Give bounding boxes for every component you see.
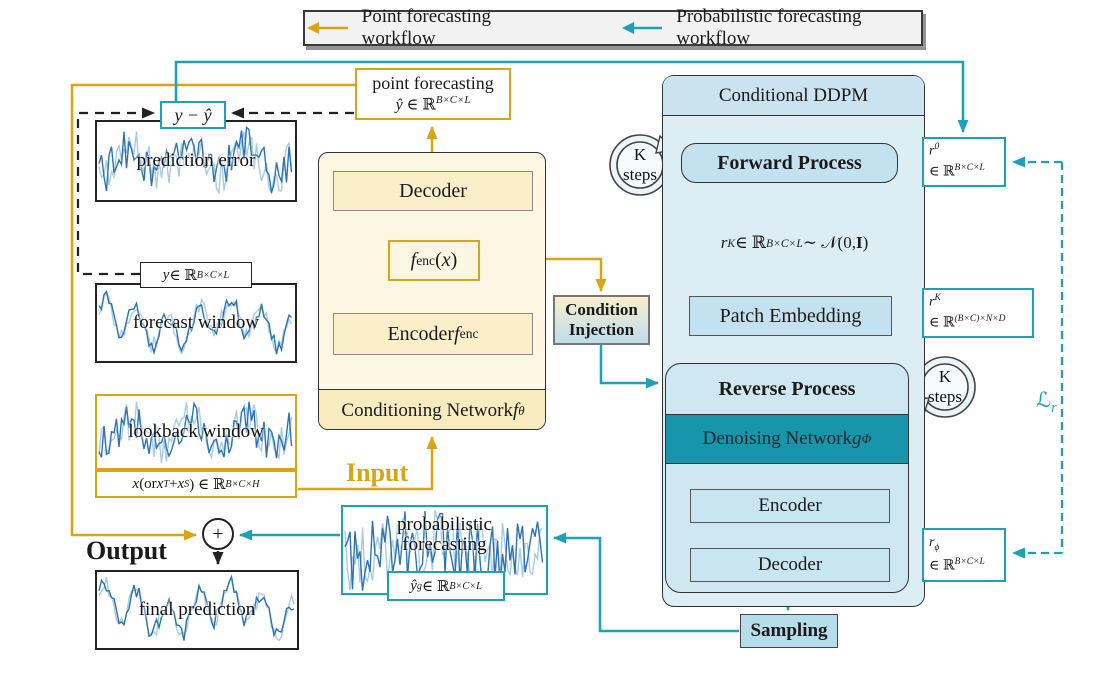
lookback-window-timeseries: [97, 396, 295, 468]
loss-label: ℒr: [1036, 388, 1057, 417]
y-minus-yhat-box: y − ŷ: [160, 101, 226, 129]
black-dashed-wires: [76, 107, 354, 276]
lookback-window-label: lookback window: [128, 421, 264, 443]
patch-embedding-box: Patch Embedding: [689, 296, 892, 336]
final-prediction-box: final prediction: [95, 570, 299, 650]
r0-line1: r0: [929, 142, 940, 159]
cond-decoder-box: Decoder: [333, 171, 533, 211]
reverse-process-title: Reverse Process: [718, 377, 856, 400]
probabilistic-forecasting-label: probabilistic forecasting: [343, 507, 546, 593]
loss-dashed-wires: [1012, 156, 1064, 559]
condition-injection-box: Condition Injection: [553, 295, 650, 345]
final-prediction-timeseries: [97, 572, 297, 648]
rk-line2: ∈ ℝ(B×C)×N×D: [929, 313, 1006, 331]
k-steps-left-label: K steps: [608, 143, 672, 187]
rphi-line1: rϕ: [929, 535, 940, 553]
prediction-error-timeseries: [97, 122, 295, 200]
point-forecasting-title: point forecasting: [372, 73, 494, 94]
prediction-error-label: prediction error: [136, 150, 256, 172]
rk-line1: rK: [929, 293, 941, 310]
legend-point-label: Point forecasting workflow: [361, 6, 491, 49]
teal-left-arrow-icon: [621, 22, 663, 34]
sampling-box: Sampling: [740, 614, 838, 648]
legend: Point forecasting workflow Probabilistic…: [303, 6, 923, 49]
k-steps-left-line1: K: [633, 145, 647, 165]
rk-tensor-box: rK ∈ ℝ(B×C)×N×D: [922, 288, 1034, 338]
k-steps-right-line2: steps: [928, 387, 962, 406]
k-steps-left-line2: steps: [623, 165, 657, 184]
point-forecasting-math: ŷ ∈ ℝB×C×L: [395, 93, 471, 114]
forecast-window-label: forecast window: [132, 312, 260, 334]
teal-wires: [174, 60, 969, 633]
condition-injection-line2: Injection: [568, 320, 635, 339]
rphi-line2: ∈ ℝB×C×L: [929, 557, 985, 574]
k-steps-right-label: K steps: [913, 365, 977, 409]
forecast-window-timeseries: [97, 285, 295, 361]
final-prediction-label: final prediction: [138, 599, 256, 621]
probabilistic-forecasting-timeseries: [343, 507, 546, 593]
prediction-error-box: prediction error: [95, 120, 297, 202]
rphi-tensor-box: rϕ ∈ ℝB×C×L: [922, 528, 1006, 582]
k-steps-right-line1: K: [938, 367, 952, 387]
forecast-window-box: forecast window: [95, 283, 297, 363]
legend-prob-label: Probabilistic forecasting workflow: [676, 6, 862, 49]
forward-process-box: Forward Process: [681, 143, 898, 183]
plus-node: +: [202, 518, 234, 550]
condition-injection-line1: Condition: [565, 299, 638, 319]
point-forecasting-box: point forecasting ŷ ∈ ℝB×C×L: [355, 68, 511, 120]
reverse-decoder-box: Decoder: [690, 548, 890, 582]
r0-line2: ∈ ℝB×C×L: [929, 162, 985, 180]
probabilistic-label-line2: forecasting: [402, 533, 487, 555]
probabilistic-label-line1: probabilistic: [397, 514, 492, 535]
output-label: Output: [86, 536, 167, 565]
lookback-window-box: lookback window: [95, 394, 297, 470]
r0-tensor-box: r0 ∈ ℝB×C×L: [922, 137, 1006, 187]
conditional-ddpm-title: Conditional DDPM: [663, 76, 924, 116]
reverse-encoder-box: Encoder: [690, 489, 890, 523]
input-label: Input: [346, 458, 409, 487]
gold-left-arrow-icon: [307, 22, 348, 34]
